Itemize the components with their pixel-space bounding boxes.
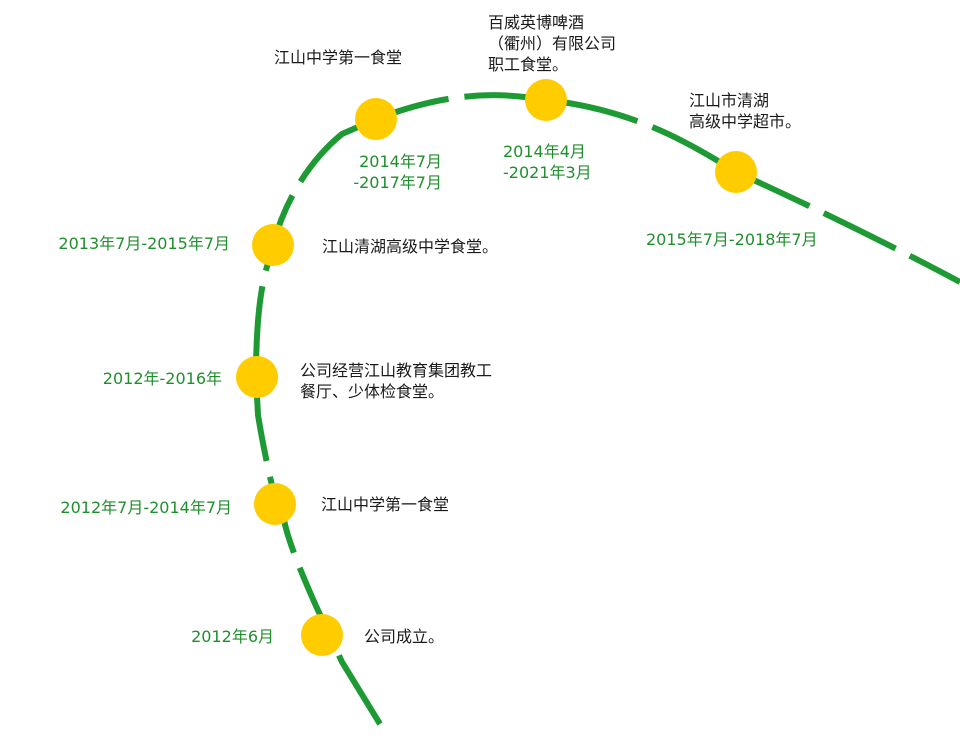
milestone-date: 2012年6月 (191, 627, 274, 646)
timeline-node (254, 483, 296, 525)
milestone-description: 百威英博啤酒 （衢州）有限公司 职工食堂。 (488, 13, 617, 74)
milestone-date: 2015年7月-2018年7月 (646, 230, 818, 249)
timeline-node (525, 79, 567, 121)
milestone-description: 江山中学第一食堂 (321, 495, 450, 514)
milestone-description: 江山中学第一食堂 (274, 48, 403, 67)
milestone-date: 2013年7月-2015年7月 (58, 234, 230, 253)
timeline-node (236, 356, 278, 398)
milestone-description: 江山清湖高级中学食堂。 (322, 237, 499, 256)
milestone-date: 2012年-2016年 (102, 369, 222, 388)
milestone-description: 江山市清湖 高级中学超市。 (689, 91, 802, 131)
timeline-node (355, 98, 397, 140)
milestone-description: 公司成立。 (364, 627, 445, 646)
milestone-description: 公司经营江山教育集团教工 餐厅、少体检食堂。 (300, 361, 493, 401)
timeline-nodes (236, 79, 757, 656)
timeline-node (715, 151, 757, 193)
timeline-node (301, 614, 343, 656)
milestone-date: 2012年7月-2014年7月 (60, 498, 232, 517)
timeline-node (252, 224, 294, 266)
timeline-curve (252, 92, 960, 726)
milestone-date: 2014年7月 -2017年7月 (353, 152, 442, 192)
milestone-date: 2014年4月 -2021年3月 (503, 142, 592, 182)
